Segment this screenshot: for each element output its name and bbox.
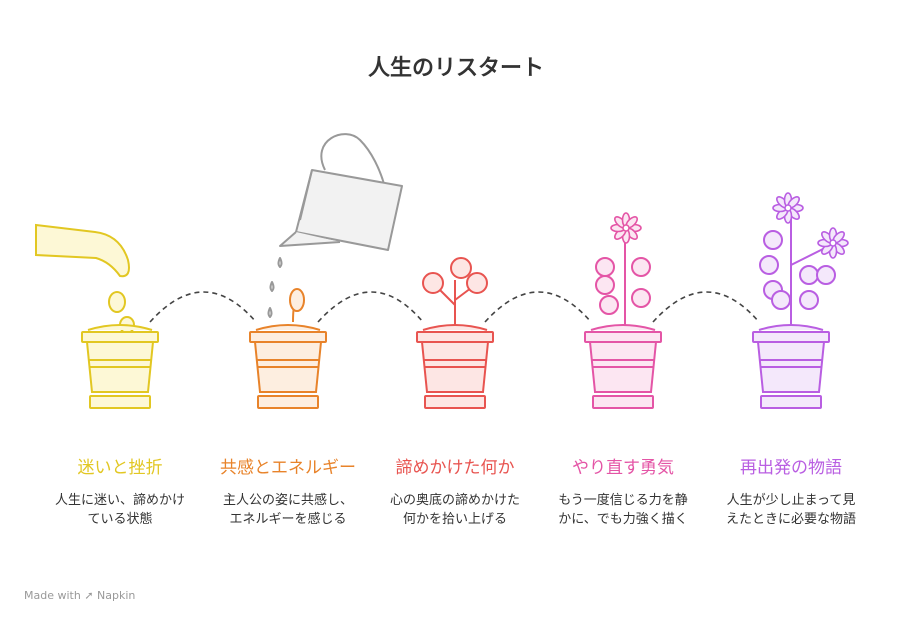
stage-title: 諦めかけた何か	[395, 458, 515, 478]
pot-stage-3	[416, 257, 494, 409]
stage-3: 諦めかけた何か心の奥底の諦めかけた何かを拾い上げる	[380, 455, 530, 529]
stage-description: 主人公の姿に共感し、エネルギーを感じる	[222, 493, 353, 527]
flower-pot-icon	[752, 324, 830, 409]
pot-stage-4	[584, 212, 662, 409]
flower-pot-icon	[81, 324, 159, 409]
page-title: 人生のリスタート	[367, 56, 544, 81]
stage-description: もう一度信じる力を静かに、でも力強く描く	[558, 493, 688, 527]
made-with-napkin[interactable]: Made with ➚ Napkin	[24, 589, 135, 602]
stage-5: 再出発の物語人生が少し止まって見えたときに必要な物語	[716, 455, 866, 529]
stage-title: 再出発の物語	[740, 458, 842, 478]
stage-1: 迷いと挫折人生に迷い、諦めかけている状態	[45, 455, 195, 529]
napkin-logo-icon: ➚	[84, 589, 94, 602]
stage-title: 迷いと挫折	[77, 458, 163, 478]
stage-description: 人生が少し止まって見えたときに必要な物語	[725, 493, 856, 527]
dashed-connector	[317, 291, 424, 323]
flower-pot-icon	[416, 324, 494, 409]
stage-description: 心の奥底の諦めかけた何かを拾い上げる	[389, 493, 520, 527]
young-plant-icon	[422, 257, 488, 325]
hand-coins-icon	[35, 223, 135, 334]
pot-stage-1	[35, 223, 159, 409]
blooming-plant-icon	[759, 192, 849, 325]
sprout-icon	[289, 288, 305, 323]
dashed-connector	[484, 291, 592, 323]
stage-2: 共感とエネルギー主人公の姿に共感し、エネルギーを感じる	[213, 455, 363, 529]
pot-stage-2	[249, 288, 327, 409]
stage-title: やり直す勇気	[572, 458, 674, 478]
pot-stage-5	[752, 192, 849, 409]
dashed-connector	[149, 291, 257, 323]
made-with-label: Made with	[24, 589, 81, 602]
stage-title: 共感とエネルギー	[220, 458, 356, 478]
stage-description: 人生に迷い、諦めかけている状態	[54, 493, 185, 527]
stage-4: やり直す勇気もう一度信じる力を静かに、でも力強く描く	[548, 455, 698, 529]
flower-pot-icon	[584, 324, 662, 409]
watering-can-icon	[267, 133, 403, 318]
flowering-plant-icon	[595, 212, 651, 325]
flower-pot-icon	[249, 324, 327, 409]
dashed-connector	[652, 291, 760, 323]
napkin-brand: Napkin	[97, 589, 136, 602]
